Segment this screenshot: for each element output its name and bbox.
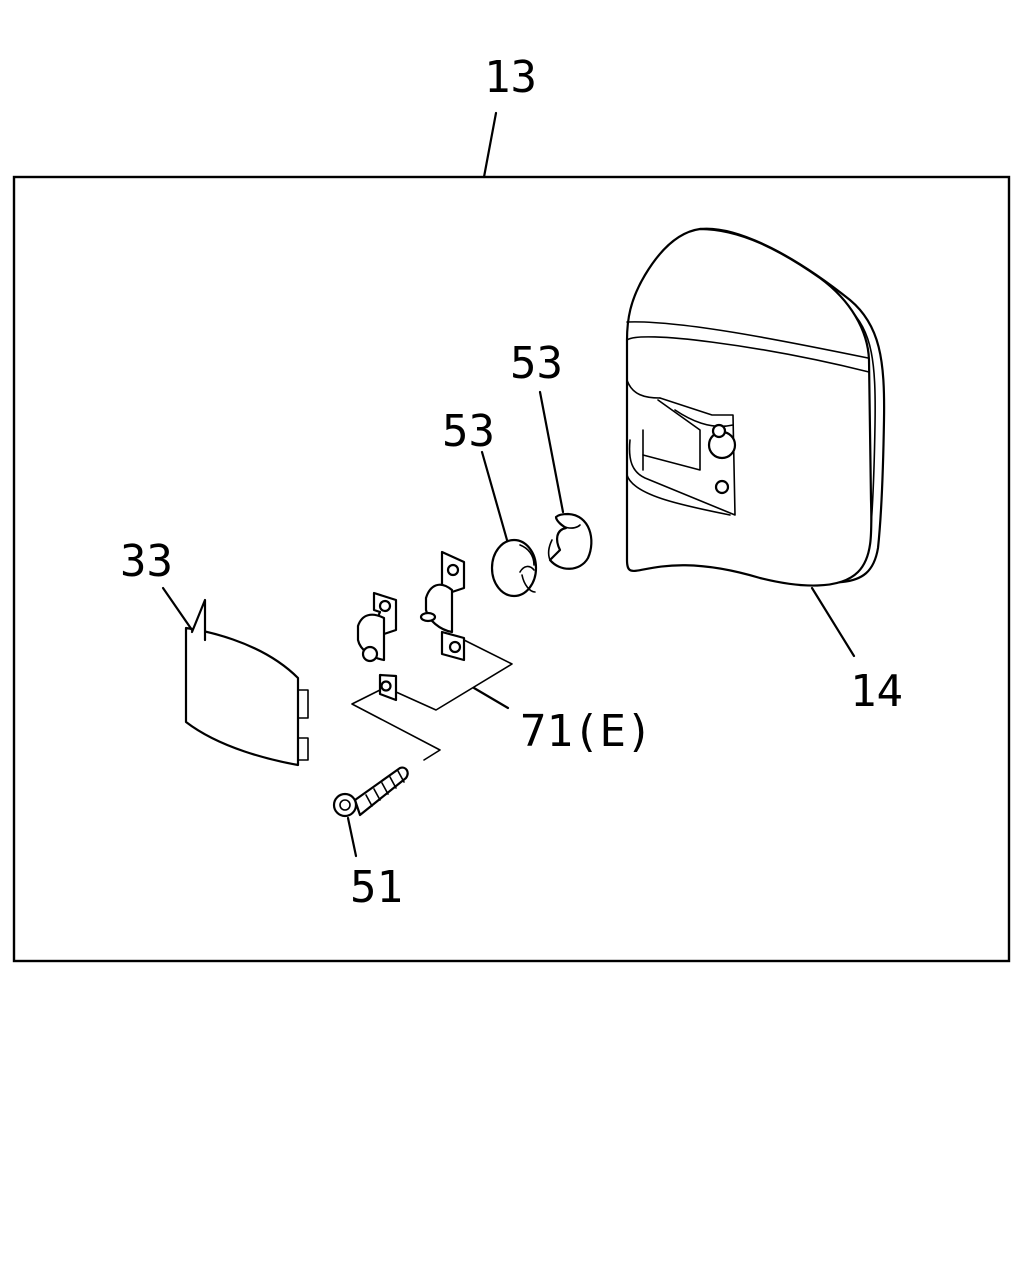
leader-71e — [472, 686, 510, 710]
callout-14: 14 — [850, 666, 903, 717]
bushing-icon — [490, 538, 538, 598]
callout-71e: 71(E) — [520, 706, 652, 757]
cover-plate-icon — [184, 598, 309, 767]
leader-14 — [810, 586, 856, 658]
callout-13: 13 — [484, 52, 537, 103]
callout-53-left: 53 — [442, 406, 495, 457]
assembly-frame — [12, 175, 1011, 963]
leader-33 — [161, 586, 194, 632]
leader-51 — [346, 816, 358, 858]
bushing-icon — [547, 512, 593, 570]
bracket-clamp-icon — [356, 591, 398, 702]
callout-53-right: 53 — [510, 338, 563, 389]
leader-13 — [482, 111, 498, 179]
mirror-head-icon — [625, 227, 886, 587]
screw-icon — [332, 766, 409, 818]
bracket-indicator-line — [351, 689, 441, 761]
leader-53-left — [480, 450, 509, 542]
callout-33: 33 — [120, 536, 173, 587]
callout-51: 51 — [350, 862, 403, 913]
bracket-clamp-icon — [419, 550, 466, 662]
leader-53-right — [538, 390, 565, 514]
